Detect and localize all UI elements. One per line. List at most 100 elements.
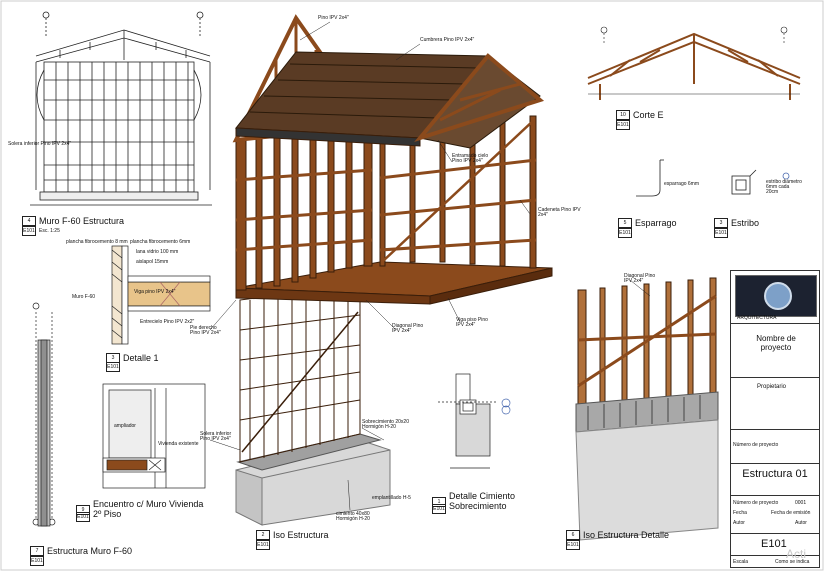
estribo-label: estribo diámetro 6mm cada 20cm (766, 179, 802, 195)
esparrago-sheet-ref: E101 (618, 228, 632, 238)
estructura-muro-title: Estructura Muro F-60 (47, 545, 133, 556)
iso-detalle-title: Iso Estructura Detalle (583, 529, 670, 540)
meta-cell: Número de proyecto 0001 Fecha Fecha de e… (731, 495, 819, 534)
iso-detalle-view-number: 6 (566, 530, 580, 540)
project-number-label: Número de proyecto (733, 442, 779, 448)
corte-title: Corte E (633, 109, 664, 120)
detalle-cimiento-title-1: Detalle Cimiento (449, 491, 516, 501)
owner-cell: Propietario (731, 377, 819, 430)
cimiento-label: cimiento 40x80 Hormigón H-20 (336, 511, 370, 522)
plancha-b-label: plancha fibrocemento 6mm (130, 239, 191, 245)
iso-sheet-ref: E101 (256, 540, 270, 550)
corte-tag: 10 Corte E (616, 110, 664, 120)
owner: Propietario (757, 384, 787, 390)
activation-watermark: Acti (786, 547, 807, 561)
iso-structure-drawing (232, 14, 553, 526)
project-number-cell: Número de proyecto (731, 429, 819, 464)
iso-detalle-tag: 6 Iso Estructura Detalle (566, 530, 669, 540)
estructura-muro-tag: 7 Estructura Muro F-60 (30, 546, 132, 556)
estructura-muro-view-number: 7 (30, 546, 44, 556)
scale-cell: Escala Como se indica (731, 555, 819, 568)
esparrago-title: Esparrago (635, 217, 677, 228)
iso-tag: 2 Iso Estructura (256, 530, 329, 540)
scale-value: Como se indica (775, 559, 810, 565)
detalle1-sheet-ref: E101 (106, 362, 120, 372)
detalle-cimiento-title-2: Sobrecimiento (449, 501, 507, 511)
lana-vidrio-label: lana vidrio 100 mm (136, 249, 179, 255)
scale-label: Escala (733, 559, 749, 565)
project-name: Nombre de proyecto (756, 334, 796, 352)
cadeneta-label: Cadeneta Pino IPV 2x4" (538, 207, 581, 218)
esparrago-view-number: 5 (618, 218, 632, 228)
drawn-value: Autor (795, 520, 807, 526)
encuentro-title-1: Encuentro c/ Muro Vivienda (93, 499, 204, 509)
pino-top-label: Pino IPV 2x4" (318, 15, 349, 21)
detalle-cimiento-view-number: 1 (432, 496, 446, 507)
encuentro-tag: 9 Encuentro c/ Muro Vivienda 2º Piso (76, 500, 203, 519)
logo-image (735, 275, 817, 317)
encuentro-view-number: 9 (76, 504, 90, 515)
viga-piso-label: Viga piso Pino IPV 2x4" (456, 317, 488, 328)
detalle1-drawing (111, 245, 211, 345)
logo-caption: ARQUITECTURA (737, 315, 777, 321)
detalle-cimiento-tag: 1 Detalle Cimiento Sobrecimiento (432, 492, 515, 511)
diagonal-label: Diagonal Pino IPV 2x4" (392, 323, 424, 334)
entramado-label: Entramado cielo Pino IPV 2x4" (452, 153, 489, 164)
solera-inferior-label: Solera inferior Pino IPV 2x4" (200, 431, 232, 442)
sobrecimiento-label: Sobrecimiento 20x20 Hormigón H-20 (362, 419, 409, 430)
iso-detalle-drawing (575, 277, 719, 541)
entrecielo-label: Entrecielo Pino IPV 2x2" (140, 319, 195, 325)
corte-sheet-ref: E101 (616, 120, 630, 130)
sheet-number: E101 (761, 538, 787, 550)
muro-view-number: 4 (22, 216, 36, 226)
esparrago-drawing (636, 159, 664, 197)
esparrago-label: esparrago 6mm (664, 181, 700, 187)
encuentro-sheet-ref: E101 (76, 512, 90, 522)
detalle1-title: Detalle 1 (123, 352, 159, 363)
date-value: Fecha de emisión (771, 510, 811, 516)
drawn-label: Autor (733, 520, 745, 526)
iso-title: Iso Estructura (273, 529, 329, 540)
estribo-title: Estribo (731, 217, 760, 228)
muro-title-tag: 4 Muro F-60 Estructura (22, 216, 124, 226)
muro-title: Muro F-60 Estructura (39, 215, 125, 226)
estribo-drawing (731, 169, 790, 195)
esparrago-tag: 5 Esparrago (618, 218, 677, 228)
encuentro-drawing (102, 383, 206, 489)
estructura-muro-sheet-ref: E101 (30, 556, 44, 566)
iso-detalle-sheet-ref: E101 (566, 540, 580, 550)
muro-sheet-ref: E101 (22, 226, 36, 236)
pie-derecho-label: Pie derecho Pino IPV 2x4" (190, 325, 221, 336)
estructura-muro-drawing (32, 302, 56, 527)
cumbrera-label: Cumbrera Pino IPV 2x4" (420, 37, 475, 43)
diagonal-right-label: Diagonal Pino IPV 2x4" (624, 273, 656, 284)
detalle-cimiento-sheet-ref: E101 (432, 504, 446, 514)
project-number: 0001 (795, 500, 807, 506)
ampliador-label: ampliador (114, 423, 136, 429)
muro-sheet-tag: E101 Esc. 1:25 (22, 226, 60, 236)
corte-e-drawing (587, 32, 801, 100)
estribo-tag: 3 Estribo (714, 218, 759, 228)
logo-globe-icon (764, 282, 792, 310)
encuentro-title-2: 2º Piso (93, 509, 122, 519)
sheet-number-cell: E101 (731, 533, 819, 556)
detalle-cimiento-drawing (438, 373, 511, 469)
muro-scale: Esc. 1:25 (39, 227, 60, 234)
corte-view-number: 10 (616, 110, 630, 120)
title-block: ARQUITECTURA Nombre de proyecto Propieta… (730, 270, 820, 568)
sheet-name: Estructura 01 (742, 468, 808, 480)
viga-pino-label: Viga pino IPV 2x4" (134, 289, 176, 295)
solera-label: Solera inferior Pino IPV 2x4" (8, 141, 72, 147)
muro-f60-label: Muro F-60 (72, 294, 96, 300)
estribo-view-number: 3 (714, 218, 728, 228)
project-name-cell: Nombre de proyecto (731, 323, 819, 378)
iso-view-number: 2 (256, 530, 270, 540)
plancha-a-label: plancha fibrocemento 8 mm (66, 239, 128, 245)
number-label: Número de proyecto (733, 500, 779, 506)
vivienda-label: Vivienda existente (158, 441, 199, 447)
aislapol-label: aislapol 15mm (136, 259, 169, 265)
sheet-name-cell: Estructura 01 (731, 463, 819, 496)
estribo-sheet-ref: E101 (714, 228, 728, 238)
